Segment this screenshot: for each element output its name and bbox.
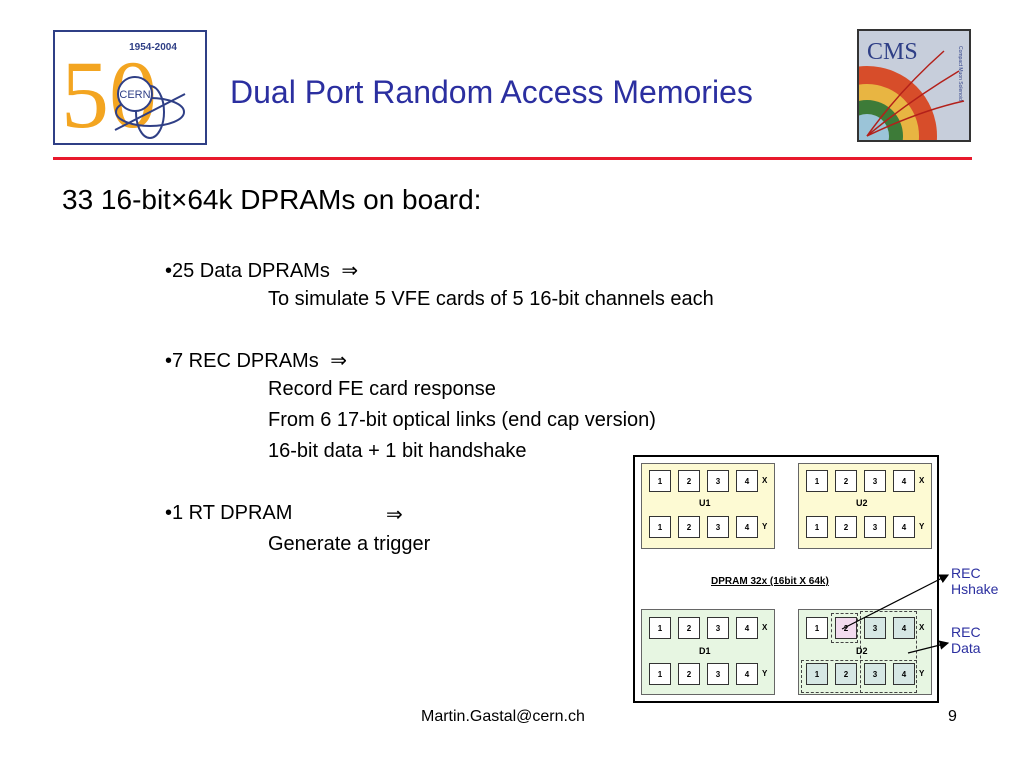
row-y-label: Y — [762, 522, 768, 531]
implies-symbol: ⇒ — [386, 504, 403, 526]
dpram-cell: 2 — [678, 663, 700, 685]
bullet-rec-dprams: •7 REC DPRAMs ⇒ — [165, 348, 347, 373]
dpram-cell: 4 — [736, 470, 758, 492]
dpram-cell: 1 — [649, 617, 671, 639]
callout-line: Data — [951, 640, 981, 656]
dpram-cell: 1 — [806, 470, 828, 492]
slide-title: Dual Port Random Access Memories — [230, 74, 753, 110]
rec-data-callout: REC Data — [951, 624, 981, 656]
block-label: D2 — [856, 646, 868, 656]
dpram-cell-rec-data: 2 — [835, 663, 857, 685]
dpram-cell: 4 — [736, 516, 758, 538]
dpram-cell: 1 — [649, 516, 671, 538]
rec-data-highlight-bottom — [801, 660, 917, 693]
dpram-cell: 3 — [864, 516, 886, 538]
dpram-cell: 1 — [806, 617, 828, 639]
dpram-cell: 2 — [678, 617, 700, 639]
dpram-cell: 2 — [835, 470, 857, 492]
block-label: U1 — [699, 498, 711, 508]
rec-hshake-arrow — [841, 574, 950, 630]
dpram-cell: 3 — [864, 470, 886, 492]
cms-logo-graphic: CMS Compact Muon Solenoid — [859, 31, 969, 140]
callout-line: REC — [951, 624, 981, 640]
dpram-cell: 1 — [649, 663, 671, 685]
dpram-cell-rec-data: 4 — [893, 617, 915, 639]
cms-logo-name: CMS — [867, 39, 918, 65]
rec-detail-line: From 6 17-bit optical links (end cap ver… — [268, 409, 656, 431]
row-y-label: Y — [762, 669, 768, 678]
footer-email: Martin.Gastal@cern.ch — [421, 708, 585, 725]
bullet-data-detail: To simulate 5 VFE cards of 5 16-bit chan… — [268, 288, 714, 310]
cms-logo: CMS Compact Muon Solenoid — [857, 29, 971, 142]
row-x-label: X — [919, 623, 925, 632]
bullet-data-dprams: •25 Data DPRAMs ⇒ — [165, 258, 358, 283]
dpram-cell: 3 — [707, 617, 729, 639]
rec-detail-line: Record FE card response — [268, 378, 496, 400]
dpram-cell: 2 — [678, 516, 700, 538]
title-divider — [53, 157, 972, 160]
block-label: U2 — [856, 498, 868, 508]
row-y-label: Y — [919, 522, 925, 531]
rec-detail-line: 16-bit data + 1 bit handshake — [268, 440, 527, 462]
page-number: 9 — [948, 708, 957, 725]
callout-line: REC — [951, 565, 981, 581]
cern-50-logo: 1954-2004 50 CERN — [53, 30, 207, 148]
bullet-rt-dpram: •1 RT DPRAM — [165, 502, 292, 525]
dpram-block-d1: 1 2 3 4 X D1 1 2 3 4 Y — [641, 609, 775, 695]
dpram-cell-rec-hshake: 2 — [835, 617, 857, 639]
dpram-diagram: 1 2 3 4 X U1 1 2 3 4 Y 1 2 3 4 X U2 1 2 … — [633, 455, 939, 703]
dpram-cell: 2 — [835, 516, 857, 538]
rec-hshake-highlight — [831, 613, 858, 643]
dpram-cell-rec-data: 4 — [893, 663, 915, 685]
cern-logo-years: 1954-2004 — [129, 42, 177, 53]
dpram-caption: DPRAM 32x (16bit X 64k) — [711, 576, 829, 587]
callout-arrows — [841, 574, 950, 654]
dpram-cell: 3 — [707, 470, 729, 492]
row-y-label: Y — [919, 669, 925, 678]
dpram-block-u2: 1 2 3 4 X U2 1 2 3 4 Y — [798, 463, 932, 549]
dpram-cell: 4 — [893, 470, 915, 492]
rec-data-arrow — [907, 640, 950, 654]
cms-logo-sub: Compact Muon Solenoid — [957, 46, 963, 101]
bullet-rt-label: •1 RT DPRAM — [165, 502, 293, 524]
dpram-cell-rec-data: 1 — [806, 663, 828, 685]
row-x-label: X — [762, 623, 768, 632]
dpram-block-u1: 1 2 3 4 X U1 1 2 3 4 Y — [641, 463, 775, 549]
implies-symbol: ⇒ — [341, 260, 359, 282]
dpram-cell: 3 — [707, 516, 729, 538]
callout-line: Hshake — [951, 581, 999, 597]
bullet-rt-detail: Generate a trigger — [268, 533, 431, 555]
dpram-cell: 4 — [736, 617, 758, 639]
dpram-cell-rec-data: 3 — [864, 617, 886, 639]
rec-hshake-callout: REC Hshake — [951, 565, 998, 597]
dpram-cell: 1 — [806, 516, 828, 538]
content-heading: 33 16-bit×64k DPRAMs on board: — [62, 184, 482, 215]
cern-logo-graphic: 1954-2004 50 CERN — [61, 41, 186, 148]
cern-logo-org: CERN — [119, 89, 150, 101]
block-label: D1 — [699, 646, 711, 656]
dpram-cell-rec-data: 3 — [864, 663, 886, 685]
row-x-label: X — [762, 476, 768, 485]
implies-symbol: ⇒ — [330, 350, 348, 372]
dpram-cell: 1 — [649, 470, 671, 492]
dpram-cell: 2 — [678, 470, 700, 492]
row-x-label: X — [919, 476, 925, 485]
bullet-data-label: •25 Data DPRAMs — [165, 260, 330, 282]
dpram-cell: 3 — [707, 663, 729, 685]
dpram-cell: 4 — [736, 663, 758, 685]
dpram-block-d2: 1 2 3 4 X D2 1 2 3 4 Y — [798, 609, 932, 695]
dpram-cell: 4 — [893, 516, 915, 538]
bullet-rec-label: •7 REC DPRAMs — [165, 350, 319, 372]
